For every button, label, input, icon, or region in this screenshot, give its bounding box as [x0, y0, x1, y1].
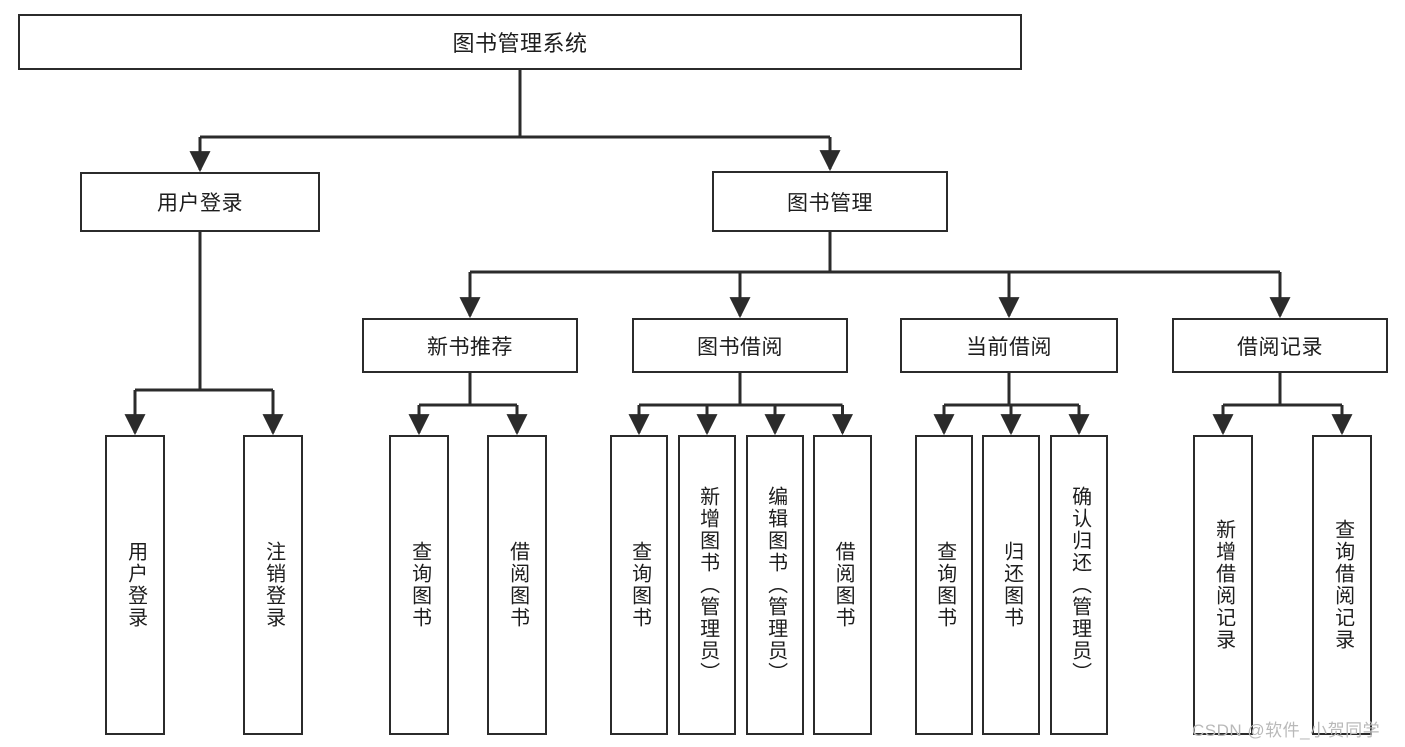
node-new-book-recommendation[interactable]: 新书推荐: [362, 318, 578, 373]
node-leaf-record-add-borrow-record[interactable]: 新增借阅记录: [1193, 435, 1253, 735]
node-root-book-management-system[interactable]: 图书管理系统: [18, 14, 1022, 70]
node-leaf-record-query-borrow-record[interactable]: 查询借阅记录: [1312, 435, 1372, 735]
node-label: 借阅图书: [832, 541, 855, 629]
node-label: 查询图书: [628, 541, 651, 629]
node-leaf-user-login[interactable]: 用户登录: [105, 435, 165, 735]
node-leaf-logout[interactable]: 注销登录: [243, 435, 303, 735]
node-label: 用户登录: [124, 541, 147, 629]
node-leaf-current-query-books[interactable]: 查询图书: [915, 435, 973, 735]
node-label: 图书管理系统: [452, 31, 588, 56]
node-label: 借阅记录: [1237, 335, 1323, 359]
node-label: 查询图书: [933, 541, 956, 629]
node-label: 查询图书: [408, 541, 431, 629]
node-leaf-current-confirm-return-admin[interactable]: 确认归还（管理员）: [1050, 435, 1108, 735]
node-label: 用户登录: [157, 192, 243, 215]
node-leaf-newbook-borrow-books[interactable]: 借阅图书: [487, 435, 547, 735]
node-label: 确认归还（管理员）: [1068, 486, 1091, 684]
node-leaf-borrow-add-book-admin[interactable]: 新增图书（管理员）: [678, 435, 736, 735]
node-label: 归还图书: [1000, 541, 1023, 629]
node-leaf-newbook-query-books[interactable]: 查询图书: [389, 435, 449, 735]
node-leaf-borrow-query-books[interactable]: 查询图书: [610, 435, 668, 735]
node-label: 图书管理: [787, 191, 873, 215]
node-label: 编辑图书（管理员）: [764, 486, 787, 684]
node-label: 新增图书（管理员）: [696, 486, 719, 684]
node-leaf-borrow-edit-book-admin[interactable]: 编辑图书（管理员）: [746, 435, 804, 735]
node-borrowing-record[interactable]: 借阅记录: [1172, 318, 1388, 373]
node-leaf-borrow-borrow-books[interactable]: 借阅图书: [813, 435, 872, 735]
node-label: 查询借阅记录: [1331, 519, 1354, 651]
connector-lines: [124, 70, 1353, 436]
node-current-borrowing[interactable]: 当前借阅: [900, 318, 1118, 373]
node-label: 借阅图书: [506, 541, 529, 629]
node-label: 当前借阅: [966, 335, 1052, 359]
node-user-login[interactable]: 用户登录: [80, 172, 320, 232]
node-label: 新书推荐: [427, 335, 513, 359]
node-leaf-current-return-books[interactable]: 归还图书: [982, 435, 1040, 735]
node-book-management[interactable]: 图书管理: [712, 171, 948, 232]
node-label: 图书借阅: [697, 335, 783, 359]
node-label: 注销登录: [262, 541, 285, 629]
csdn-watermark: CSDN @软件_小贺同学: [1192, 721, 1381, 740]
node-label: 新增借阅记录: [1212, 519, 1235, 651]
node-book-borrowing[interactable]: 图书借阅: [632, 318, 848, 373]
